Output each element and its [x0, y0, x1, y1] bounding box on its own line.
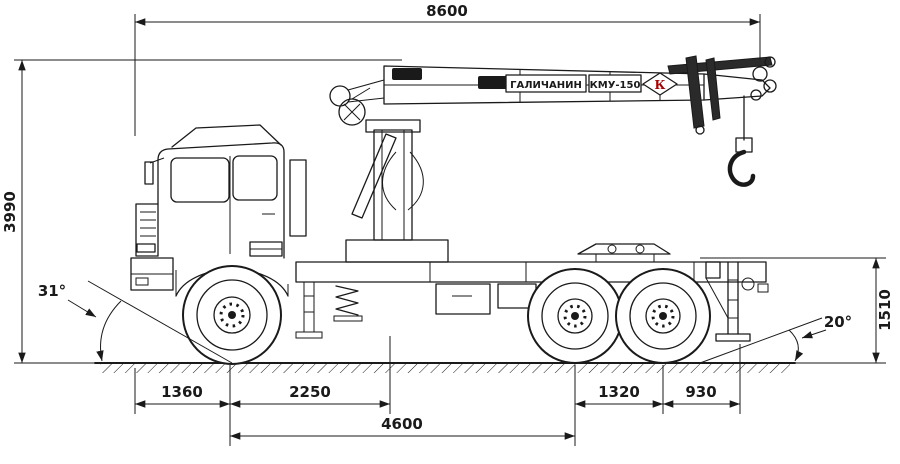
suspension-spring — [295, 282, 363, 339]
dim-label-overall-height: 3990 — [1, 191, 19, 233]
dim-cab-to-crane: 2250 — [229, 383, 391, 408]
truck-front — [130, 203, 174, 291]
dimension-lines: 8600 3990 1510 31° 20° — [1, 2, 894, 446]
crane-hook — [727, 149, 756, 187]
dim-label-rear-overhang: 930 — [685, 383, 716, 401]
front-wheel — [182, 265, 282, 365]
dim-label-front-overhang: 1360 — [161, 383, 203, 401]
boom-head-and-hook — [685, 55, 777, 187]
dim-front-overhang: 1360 — [134, 383, 231, 408]
dim-label-bogie-spacing: 1320 — [598, 383, 640, 401]
ground-line — [94, 362, 886, 373]
dim-wheelbase: 4600 — [229, 415, 576, 440]
crane-brand-plate: ГАЛИЧАНИН — [510, 80, 582, 91]
brand-logo-diamond — [642, 72, 678, 96]
chassis-frame — [295, 261, 769, 315]
rear-wheel-1 — [527, 268, 623, 364]
wheels — [182, 265, 711, 365]
dim-approach-angle: 31° — [38, 280, 233, 364]
dim-label-saddle-height: 1510 — [876, 289, 894, 331]
crane-model-plate: КМУ-150 — [590, 80, 641, 91]
dim-label-departure-angle: 20° — [824, 313, 852, 331]
dim-overall-length: 8600 — [134, 2, 761, 136]
dim-label-wheelbase: 4600 — [381, 415, 423, 433]
truck-side-view: ГАЛИЧАНИН КМУ-150 К — [130, 55, 777, 365]
dim-saddle-height: 1510 — [700, 257, 894, 364]
crane-column — [329, 79, 449, 263]
dim-bogie-spacing: 1320 — [574, 383, 664, 408]
dim-label-overall-length: 8600 — [426, 2, 468, 20]
rear-outrigger — [705, 261, 755, 342]
fifth-wheel-saddle — [577, 243, 671, 263]
dim-overall-height: 3990 — [1, 59, 402, 364]
dim-rear-overhang: 930 — [662, 383, 741, 408]
brand-logo-letter: К — [655, 78, 666, 92]
dim-departure-angle: 20° — [699, 313, 852, 364]
rear-wheel-2 — [615, 268, 711, 364]
dim-label-approach-angle: 31° — [38, 282, 66, 300]
dim-label-cab-to-crane: 2250 — [289, 383, 331, 401]
